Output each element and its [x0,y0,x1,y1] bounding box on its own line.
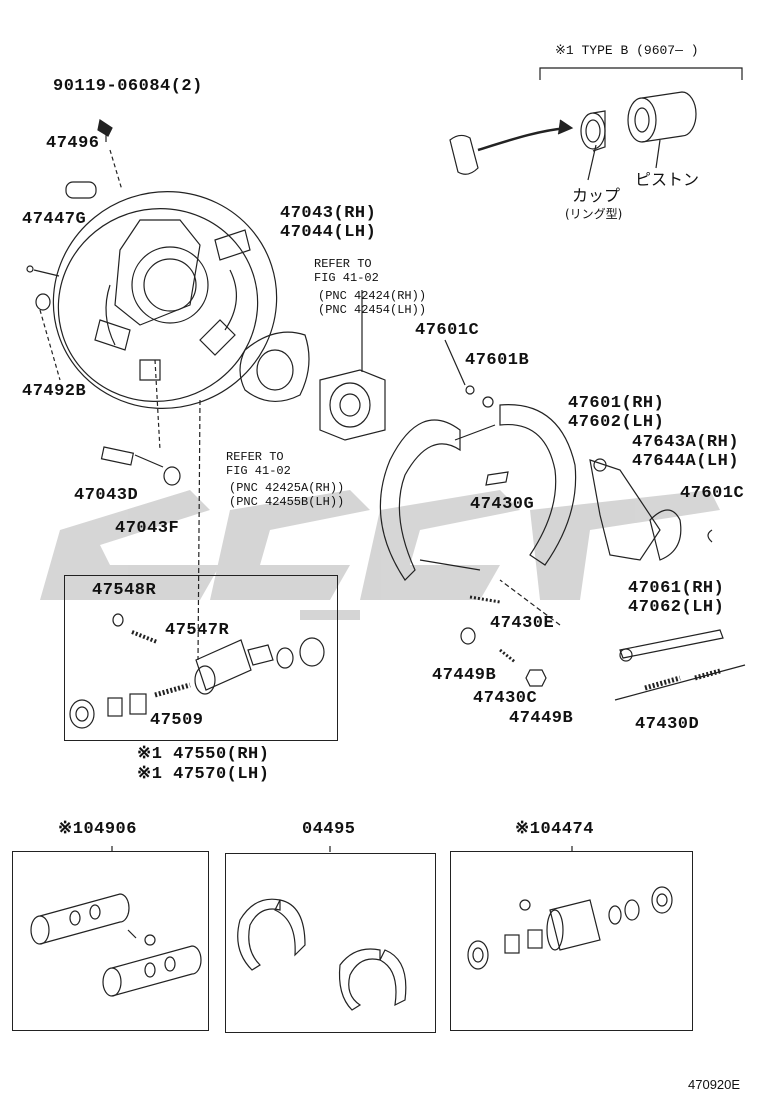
part-label-47601c-b[interactable]: 47601C [680,484,745,503]
part-label-47602[interactable]: 47602(LH) [568,413,665,432]
part-label-47043d[interactable]: 47043D [74,486,139,505]
refer-top-line4: (PNC 42454(LH)) [318,303,427,317]
part-label-04495[interactable]: 04495 [302,820,356,839]
part-label-47643a[interactable]: 47643A(RH) [632,433,740,452]
part-label-47043f[interactable]: 47043F [115,519,180,538]
part-label-47430e[interactable]: 47430E [490,614,555,633]
part-label-47644a[interactable]: 47644A(LH) [632,452,740,471]
refer-bottom-line4: (PNC 42455B(LH)) [229,495,345,509]
part-label-04474[interactable]: ※104474 [515,820,594,839]
part-label-47601c-a[interactable]: 47601C [415,321,480,340]
part-label-47547r[interactable]: 47547R [165,621,230,640]
part-label-04906[interactable]: ※104906 [58,820,137,839]
part-label-47430d[interactable]: 47430D [635,715,700,734]
part-label-47449b-b[interactable]: 47449B [509,709,574,728]
part-label-47570[interactable]: ※1 47570(LH) [137,765,270,784]
wheel-cylinder-box [64,575,338,741]
part-label-47043[interactable]: 47043(RH) [280,204,377,223]
part-label-47430c[interactable]: 47430C [473,689,538,708]
part-label-47430g[interactable]: 47430G [470,495,535,514]
figure-code: 470920E [688,1077,741,1092]
clip-part [449,134,479,175]
part-label-47550[interactable]: ※1 47550(RH) [137,745,270,764]
part-label-47548r[interactable]: 47548R [92,581,157,600]
piston-label-jp: ピストン [635,170,700,189]
refer-top-line2[interactable]: FIG 41-02 [314,271,379,285]
kit-box-04906 [12,851,209,1031]
refer-top-line3: (PNC 42424(RH)) [318,289,427,303]
part-label-47062[interactable]: 47062(LH) [628,598,725,617]
cup-sublabel-jp: (リング型) [565,207,623,221]
refer-bottom-line2[interactable]: FIG 41-02 [226,464,291,478]
refer-bottom-line3: (PNC 42425A(RH)) [229,481,345,495]
part-label-47601[interactable]: 47601(RH) [568,394,665,413]
kit-box-04474 [450,851,693,1031]
type-b-note: ※1 TYPE B (9607— ) [555,43,699,58]
part-label-47447g[interactable]: 47447G [22,210,87,229]
refer-bottom-line1: REFER TO [226,450,284,464]
cup-label-jp: カップ [572,186,621,205]
part-label-47509[interactable]: 47509 [150,711,204,730]
part-label-47496[interactable]: 47496 [46,134,100,153]
part-label-47492b[interactable]: 47492B [22,382,87,401]
part-label-47449b-a[interactable]: 47449B [432,666,497,685]
part-label-47061[interactable]: 47061(RH) [628,579,725,598]
kit-box-04495 [225,853,436,1033]
refer-top-line1: REFER TO [314,257,372,271]
part-label-47044[interactable]: 47044(LH) [280,223,377,242]
part-label-90119[interactable]: 90119-06084(2) [53,77,203,96]
part-label-47601b[interactable]: 47601B [465,351,530,370]
